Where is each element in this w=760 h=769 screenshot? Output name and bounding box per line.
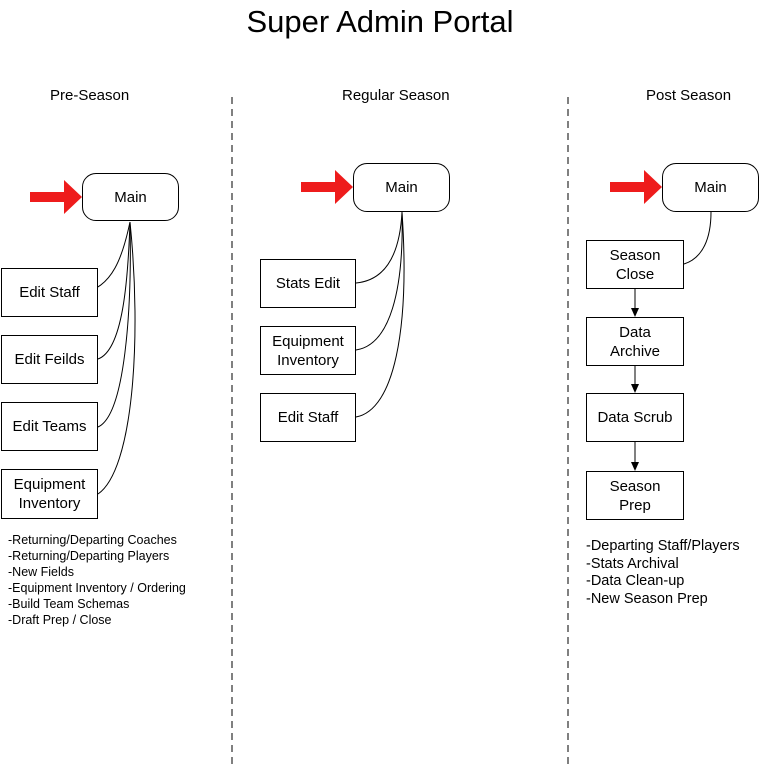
note-item: -New Fields	[8, 565, 74, 579]
connector-line	[355, 211, 405, 418]
note-item: -Data Clean-up	[586, 573, 685, 589]
main-node: Main	[353, 163, 450, 212]
page-node: Equipment Inventory	[260, 326, 356, 375]
page-node: Edit Staff	[1, 268, 98, 317]
entry-arrow-icon	[301, 170, 353, 204]
flow-arrow	[631, 289, 639, 317]
note-item: -Draft Prep / Close	[8, 613, 112, 627]
note-item: -Returning/Departing Coaches	[8, 533, 177, 547]
post-season-notes: -Departing Staff/Players -Stats Archival…	[586, 538, 740, 608]
column-heading-post-season: Post Season	[646, 87, 732, 104]
flow-arrow	[631, 366, 639, 393]
column-heading-regular-season: Regular Season	[342, 87, 450, 104]
main-node: Main	[662, 163, 759, 212]
connector-line	[97, 221, 131, 428]
connector-line	[355, 211, 403, 284]
step-node: Data Archive	[586, 317, 684, 366]
connector-line	[97, 221, 131, 360]
connector-line	[97, 221, 136, 495]
page-node: Stats Edit	[260, 259, 356, 308]
page-node: Edit Feilds	[1, 335, 98, 384]
page-title: Super Admin Portal	[246, 4, 514, 39]
note-item: -Returning/Departing Players	[8, 549, 170, 563]
column-heading-pre-season: Pre-Season	[50, 87, 130, 104]
step-node: Season Prep	[586, 471, 684, 520]
pre-season-notes: -Returning/Departing Coaches -Returning/…	[8, 532, 186, 628]
step-node: Season Close	[586, 240, 684, 289]
note-item: -Build Team Schemas	[8, 597, 130, 611]
page-node: Edit Teams	[1, 402, 98, 451]
connector-line	[355, 211, 403, 351]
entry-arrow-icon	[610, 170, 662, 204]
page-node: Equipment Inventory	[1, 469, 98, 519]
flow-arrow	[631, 442, 639, 471]
entry-arrow-icon	[30, 180, 82, 214]
note-item: -New Season Prep	[586, 590, 708, 607]
step-node: Data Scrub	[586, 393, 684, 442]
main-node: Main	[82, 173, 179, 221]
connector-line	[683, 211, 712, 265]
page-node: Edit Staff	[260, 393, 356, 442]
note-item: -Equipment Inventory / Ordering	[8, 581, 186, 595]
note-item: -Departing Staff/Players	[586, 538, 740, 554]
note-item: -Stats Archival	[586, 555, 679, 572]
